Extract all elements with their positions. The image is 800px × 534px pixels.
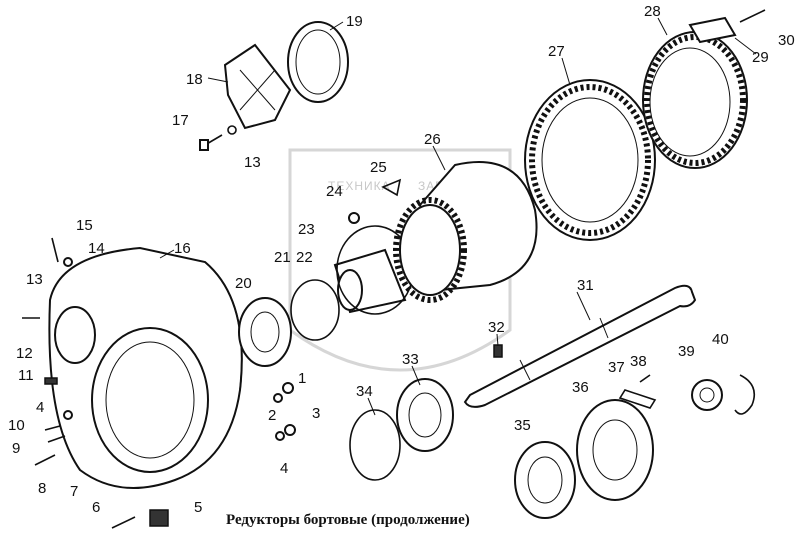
part-35-bearing [514, 441, 576, 519]
part-26-hub [393, 161, 538, 303]
label-4b: 4 [280, 460, 288, 477]
label-28: 28 [644, 3, 661, 20]
label-35: 35 [514, 417, 531, 434]
label-32: 32 [488, 319, 505, 336]
label-4a: 4 [36, 399, 44, 416]
label-19: 19 [346, 13, 363, 30]
part-labels: 1 2 3 4 4 5 6 7 8 9 10 11 12 13 13 14 15… [8, 3, 795, 516]
part-22-cone [333, 248, 407, 314]
part-27-ring-gear [524, 79, 656, 241]
label-8: 8 [38, 480, 46, 497]
label-18: 18 [186, 71, 203, 88]
label-16: 16 [174, 240, 191, 257]
diagram-caption: Редукторы бортовые (продолжение) [226, 512, 470, 528]
label-14: 14 [88, 240, 105, 257]
label-27: 27 [548, 43, 565, 60]
label-11: 11 [18, 367, 34, 384]
label-22: 22 [296, 249, 313, 266]
part-38-bolt [639, 374, 651, 383]
part-housing [48, 246, 243, 489]
part-29-plate [688, 16, 737, 44]
label-2: 2 [268, 407, 276, 424]
part-33-bearing [396, 378, 454, 452]
label-38: 38 [630, 353, 647, 370]
label-20: 20 [235, 275, 252, 292]
label-39: 39 [678, 343, 695, 360]
part-37-plate [618, 389, 657, 409]
label-5: 5 [194, 499, 202, 516]
label-30: 30 [778, 32, 795, 49]
part-36-cover [576, 399, 654, 501]
part-28-ring-gear [642, 31, 748, 169]
part-19-gasket [287, 21, 349, 103]
watermark-text-left: ТЕХНИКА [328, 179, 391, 193]
part-32-key [493, 344, 503, 358]
label-36: 36 [572, 379, 589, 396]
label-31: 31 [577, 277, 594, 294]
part-31-shaft [463, 284, 697, 408]
part-20-bearing [238, 297, 292, 367]
part-40-ring [734, 374, 756, 415]
leader-lines [159, 17, 757, 416]
label-26: 26 [424, 131, 441, 148]
part-fasteners-left [22, 237, 296, 529]
label-21: 21 [274, 249, 291, 266]
part-21-ring [290, 279, 340, 341]
part-39-nut [691, 379, 723, 411]
part-18-cover [223, 43, 292, 130]
label-37: 37 [608, 359, 625, 376]
label-34: 34 [356, 383, 373, 400]
label-13a: 13 [26, 271, 43, 288]
label-40: 40 [712, 331, 729, 348]
label-17: 17 [172, 112, 189, 129]
label-13b: 13 [244, 154, 261, 171]
label-6: 6 [92, 499, 100, 516]
part-34-ring [349, 409, 401, 481]
label-33: 33 [402, 351, 419, 368]
part-13-washer [227, 125, 237, 135]
part-17-bolt [199, 134, 223, 151]
label-24: 24 [326, 183, 343, 200]
part-24-nut [348, 212, 360, 224]
label-25: 25 [370, 159, 387, 176]
label-15: 15 [76, 217, 93, 234]
label-3: 3 [312, 405, 320, 422]
label-23: 23 [298, 221, 315, 238]
part-25-lock [381, 178, 402, 197]
part-30-bolt [739, 9, 766, 23]
label-29: 29 [752, 49, 769, 66]
label-7: 7 [70, 483, 78, 500]
label-9: 9 [12, 440, 20, 457]
label-1: 1 [298, 370, 306, 387]
label-10: 10 [8, 417, 25, 434]
label-12: 12 [16, 345, 33, 362]
